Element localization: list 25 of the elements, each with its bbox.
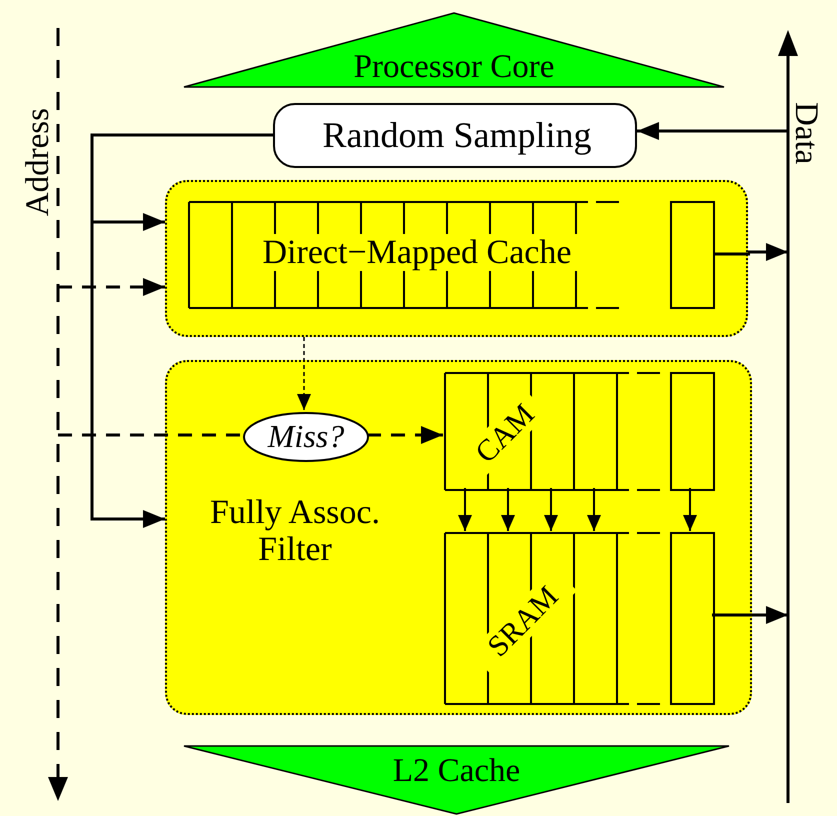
decision-ellipse [243, 412, 369, 462]
arrow [58, 278, 165, 296]
connector-line [58, 434, 241, 436]
filter-panel [165, 360, 752, 715]
node-label: Address [20, 106, 56, 218]
arrow [587, 488, 601, 531]
up-triangle [183, 12, 725, 88]
arrow [683, 488, 697, 531]
arrow [712, 606, 788, 624]
arrow [458, 488, 472, 531]
rounded-box [273, 103, 637, 168]
node-label: L2 Cache [392, 753, 522, 790]
arrow [637, 122, 788, 140]
arrow [367, 426, 443, 444]
node-label: Random Sampling [322, 116, 592, 156]
node-label: Processor Core [352, 49, 556, 86]
arrow [297, 337, 311, 410]
arrow [501, 488, 515, 531]
node-label: Fully Assoc. Filter [208, 494, 382, 569]
arrow [544, 488, 558, 531]
cache-panel [165, 180, 748, 337]
down-triangle [183, 745, 730, 815]
node-label: Miss? [266, 419, 346, 454]
node-label: Data [788, 100, 824, 166]
arrow [748, 243, 788, 261]
